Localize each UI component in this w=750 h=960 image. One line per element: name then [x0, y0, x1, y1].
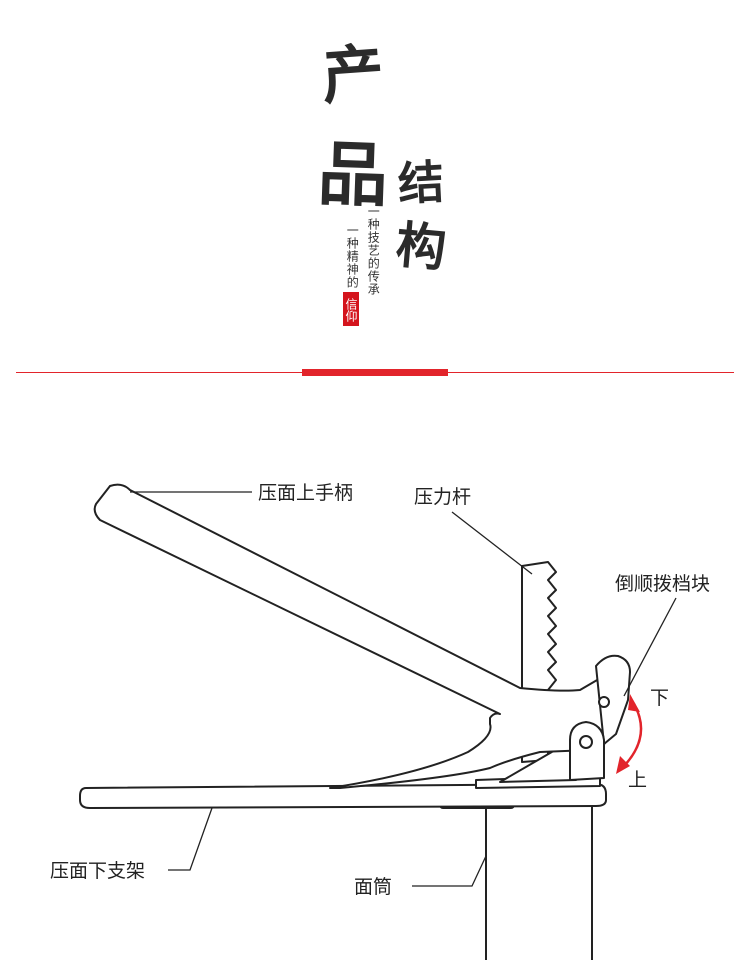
leader-lower-bracket	[168, 807, 213, 871]
arrow-head-up-icon	[628, 694, 640, 712]
leader-pressure-rod	[451, 511, 533, 575]
pivot-lower	[579, 735, 593, 749]
label-reverse-pawl: 倒顺拨档块	[615, 573, 710, 595]
leader-barrel	[412, 855, 487, 887]
label-barrel: 面筒	[354, 876, 392, 898]
tagline-craft: 一种技艺的传承	[366, 205, 381, 296]
lower-bracket-shape	[79, 783, 607, 809]
label-upper-handle: 压面上手柄	[258, 482, 353, 504]
label-down: 下	[650, 687, 669, 709]
barrel-shape	[485, 806, 593, 960]
upper-handle-shape	[93, 483, 612, 789]
label-up: 上	[628, 769, 647, 791]
hinge-block	[569, 721, 605, 781]
reverse-pawl-shape	[595, 654, 631, 745]
label-lower-bracket: 压面下支架	[50, 860, 145, 882]
title-block: 产 品 结 构 一种技艺的传承 一种精神的 信仰	[0, 0, 750, 340]
arrow-head-down-icon	[616, 756, 630, 774]
leader-reverse-pawl	[623, 597, 677, 697]
section-divider-accent	[302, 369, 448, 376]
tagline-highlight-badge: 信仰	[343, 292, 359, 326]
tagline-spirit: 一种精神的	[345, 224, 360, 289]
label-pressure-rod: 压力杆	[414, 486, 471, 508]
pivot-upper	[598, 696, 610, 708]
rotation-arrow	[623, 703, 643, 767]
